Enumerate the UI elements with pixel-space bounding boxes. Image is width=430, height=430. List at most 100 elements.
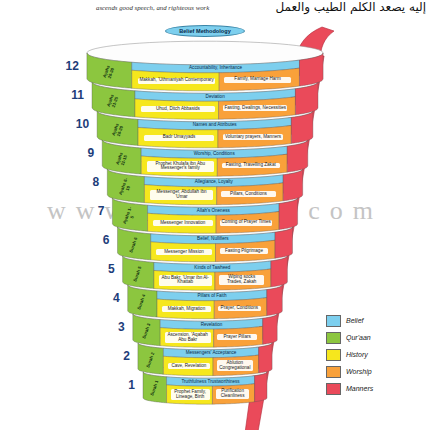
ring-segment bbox=[267, 285, 282, 316]
history-box: Messenger Innovation bbox=[153, 220, 213, 226]
ring-segment bbox=[279, 198, 298, 230]
node-text: Belief Methodology bbox=[169, 28, 241, 34]
node-text: Makkah, Migration bbox=[163, 307, 211, 312]
legend-row: Qur'aan bbox=[326, 329, 373, 346]
node-text: Purification Cleanliness bbox=[217, 389, 249, 399]
belief-band: Kinds of Tawheed bbox=[156, 266, 270, 271]
ring-segment bbox=[133, 314, 160, 346]
ring-segment bbox=[118, 227, 151, 260]
node-text: Messenger, Abdullah ibn 'Umar bbox=[151, 190, 212, 200]
ring-segment bbox=[217, 154, 287, 176]
legend-text: Qur'aan bbox=[346, 334, 371, 341]
arabic-verse: إليه يصعد الكلم الطيب والعمل bbox=[246, 0, 426, 14]
ring-segment bbox=[151, 242, 216, 262]
belief-band: Allegiance, Loyalty bbox=[146, 180, 281, 185]
node-text: Fasting, Travelling Zakat bbox=[223, 163, 279, 168]
node-text: Pillars, Conditions bbox=[222, 192, 275, 197]
level-number: 2 bbox=[110, 349, 130, 363]
node-text: Coming of Prayer Times bbox=[221, 220, 271, 225]
legend-swatch bbox=[326, 383, 341, 395]
history-box: Ascension, 'Aqabah Abu Bakr bbox=[165, 332, 211, 343]
history-box: Messenger, Abdullah ibn 'Umar bbox=[150, 190, 213, 201]
ring-segment bbox=[263, 314, 277, 344]
node-text: Messenger Mission bbox=[157, 250, 212, 255]
level-number: 6 bbox=[90, 233, 110, 247]
ring-segment bbox=[154, 270, 215, 290]
history-box: Messenger Mission bbox=[156, 249, 213, 255]
ring-segment bbox=[283, 169, 303, 201]
node-text: Uhud, Ditch Abbasids bbox=[142, 107, 214, 112]
belief-band: Allah's Oneness bbox=[149, 209, 277, 214]
legend-swatch bbox=[326, 349, 341, 361]
ring-segment bbox=[213, 355, 259, 376]
belief-band: Deviation bbox=[137, 95, 293, 100]
history-box: Uhud, Ditch Abbasids bbox=[141, 106, 215, 112]
node-text: Wiping socks Trades, Zakah bbox=[220, 275, 264, 285]
node-text: Names and Attributes bbox=[140, 123, 289, 128]
history-box: Makkah, Migration bbox=[162, 306, 212, 312]
worship-box: Wiping socks Trades, Zakah bbox=[219, 275, 265, 286]
ring-segment bbox=[87, 53, 132, 88]
node-text: Ascension, 'Aqabah Abu Bakr bbox=[166, 333, 210, 343]
ring-segment bbox=[271, 256, 287, 287]
legend-text: History bbox=[346, 351, 368, 358]
ring-segment bbox=[212, 384, 254, 404]
node-text: Pillars of Faith bbox=[159, 294, 266, 299]
ring-segment bbox=[167, 376, 255, 386]
history-box: Abu Bakr, 'Umar ibn Al-Khattab bbox=[159, 275, 212, 286]
worship-box: Fasting Pilgrimage bbox=[220, 248, 269, 254]
worship-box: Coming of Prayer Times bbox=[220, 220, 272, 226]
legend-swatch bbox=[326, 315, 341, 327]
node-text: Prophet Khulafa ibn Abu Messenger's fami… bbox=[148, 162, 213, 172]
legend-text: Worship bbox=[346, 368, 372, 375]
legend-row: History bbox=[326, 346, 373, 363]
level-number: 11 bbox=[64, 88, 84, 102]
level-number: 5 bbox=[95, 262, 115, 276]
ring-segment bbox=[160, 318, 263, 329]
history-box: Prophet Khulafa ibn Abu Messenger's fami… bbox=[147, 161, 214, 172]
legend-swatch bbox=[326, 366, 341, 378]
worship-box: Purification Cleanliness bbox=[216, 389, 250, 400]
ring-segment bbox=[163, 356, 213, 375]
node-text: Prayer Pillars bbox=[218, 335, 256, 340]
ring-segment bbox=[157, 299, 214, 319]
level-number: 10 bbox=[69, 117, 89, 131]
worship-box: Prayer Pillars bbox=[217, 334, 257, 340]
ring-segment bbox=[148, 213, 217, 233]
belief-band: Revelation bbox=[162, 323, 262, 328]
node-text: Makkah, 'Uthmaniyah Contemporary bbox=[139, 78, 214, 83]
node-text: Allah's Oneness bbox=[149, 209, 277, 214]
worship-box: Pillars, Conditions bbox=[221, 191, 276, 197]
belief-band: Names and Attributes bbox=[140, 123, 289, 128]
node-text: Voluntary prayers, Manners bbox=[224, 135, 283, 140]
worship-box: Prayer, Conditions bbox=[218, 306, 261, 312]
history-box: Badr Umayyads bbox=[144, 135, 214, 141]
node-text: Fasting Pilgrimage bbox=[221, 249, 268, 254]
node-text: Ablution Congregational bbox=[218, 361, 253, 371]
ring-segment bbox=[144, 185, 216, 205]
verse-translation: ascends good speech, and righteous work bbox=[96, 4, 246, 11]
worship-box: Fasting, Travelling Zakat bbox=[222, 163, 280, 169]
history-box: Prophet Family, Lineage, Birth bbox=[171, 389, 210, 400]
node-text: Belief, Nullifiers bbox=[153, 237, 274, 242]
worship-box: Voluntary prayers, Manners bbox=[223, 134, 284, 140]
node-text: Fasting, Dealings, Necessities bbox=[224, 106, 286, 111]
ring-segment bbox=[132, 70, 219, 91]
belief-band: Messengers' Acceptance bbox=[165, 351, 258, 356]
worship-box: Ablution Congregational bbox=[217, 360, 254, 371]
node-text: Badr Umayyads bbox=[145, 135, 213, 140]
belief-band: Truthfulness Trustworthiness bbox=[168, 380, 254, 385]
legend-row: Worship bbox=[326, 363, 373, 380]
node-text: Family, Marriage Harm bbox=[225, 77, 290, 82]
level-number: 12 bbox=[59, 59, 79, 73]
node-text: Messenger Innovation bbox=[154, 221, 212, 226]
level-number: 1 bbox=[115, 378, 135, 392]
ring-segment bbox=[138, 127, 218, 147]
spiral-level bbox=[87, 41, 323, 91]
ring-segment bbox=[160, 328, 213, 348]
ring-segment bbox=[112, 198, 147, 231]
level-number: 3 bbox=[105, 320, 125, 334]
legend-text: Manners bbox=[346, 385, 373, 392]
legend-row: Manners bbox=[326, 380, 373, 397]
